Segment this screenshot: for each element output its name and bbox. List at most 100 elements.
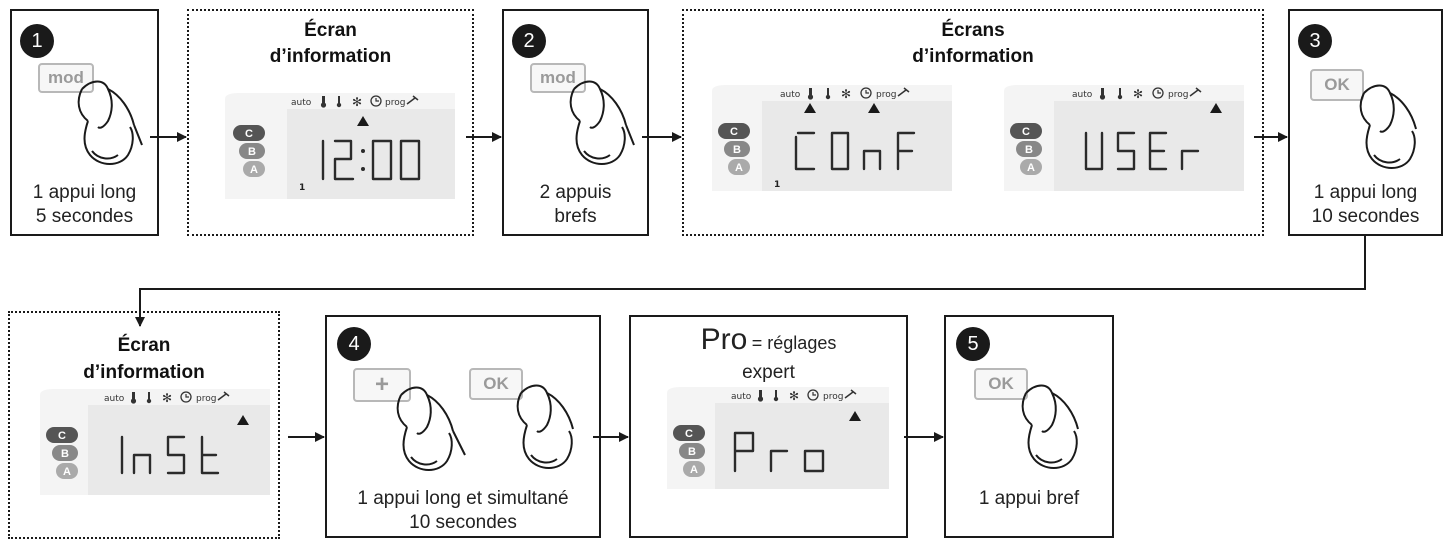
step-caption-line1: 2 appuis [539, 182, 612, 203]
step-caption-line1: 1 appui long et simultané [357, 488, 569, 509]
mode-a-label: A [1027, 162, 1035, 174]
mode-c-label: C [685, 428, 693, 440]
step-badge: 4 [337, 327, 371, 361]
step-caption-line2: 10 secondes [409, 512, 517, 533]
lcd-display-user: C B A auto ✻ prog [1004, 85, 1244, 191]
mode-b-label: B [1025, 144, 1033, 156]
thermometer-icon [825, 88, 831, 100]
thermometer-icon [1099, 88, 1106, 100]
prog-label: prog [1168, 90, 1188, 100]
lcd-segments-12-00 [321, 139, 421, 181]
mode-b-label: B [733, 144, 741, 156]
wrench-icon [217, 391, 230, 401]
clock-icon [180, 391, 192, 403]
mode-c-label: C [58, 430, 66, 442]
mode-a-label: A [250, 164, 258, 176]
snowflake-icon: ✻ [352, 95, 362, 109]
prog-label: prog [823, 392, 843, 402]
lcd-sub-digit: 1 [774, 180, 780, 190]
pro-line2: expert [742, 362, 795, 383]
hand-press-icon [1021, 384, 1079, 469]
wrench-icon [897, 87, 910, 97]
step-badge: 1 [20, 24, 54, 58]
thermometer-icon [1117, 88, 1123, 100]
thermometer-icon [773, 390, 779, 402]
ok-key-button[interactable]: OK [469, 368, 523, 400]
triangle-indicator-icon [868, 103, 880, 113]
mod-key-button[interactable]: mod [38, 63, 94, 93]
step-badge: 2 [512, 24, 546, 58]
step-badge: 5 [956, 327, 990, 361]
thermometer-icon [807, 88, 814, 100]
auto-label: auto [731, 392, 752, 402]
mode-c-label: C [245, 128, 253, 140]
pro-panel: Pro = réglages expert C B A auto ✻ prog [629, 315, 908, 538]
info-title-line1: Écran [304, 20, 357, 41]
step-caption-line1: 1 appui long [1313, 182, 1418, 203]
step-3-panel: 3 OK 1 appui long 10 secondes [1288, 9, 1443, 236]
mod-key-button[interactable]: mod [530, 63, 586, 93]
hand-press-icon [396, 386, 466, 471]
step-4-panel: 4 + OK 1 appui long et simultané 10 seco… [325, 315, 601, 538]
info-title-line2: d’information [269, 46, 392, 67]
auto-label: auto [1072, 90, 1093, 100]
triangle-indicator-icon [357, 116, 369, 126]
clock-icon [370, 95, 382, 107]
lcd-display-conf: C B A auto ✻ prog 1 [712, 85, 952, 191]
mode-a-label: A [63, 466, 71, 478]
snowflake-icon: ✻ [1133, 87, 1143, 101]
lcd-segments-user [1084, 131, 1200, 171]
clock-icon [860, 87, 872, 99]
step-5-panel: 5 OK 1 appui bref [944, 315, 1114, 538]
prog-label: prog [385, 98, 405, 108]
step-badge: 3 [1298, 24, 1332, 58]
clock-icon [1152, 87, 1164, 99]
hand-press-icon [569, 80, 635, 165]
auto-label: auto [291, 98, 312, 108]
triangle-indicator-icon [804, 103, 816, 113]
step-2-panel: 2 mod 2 appuis brefs [502, 9, 649, 236]
ok-key-button[interactable]: OK [974, 368, 1028, 400]
auto-label: auto [780, 90, 801, 100]
info-screen-1-panel: Écran d’information C B A auto ✻ prog 1 [187, 9, 474, 236]
info-title-line1: Écrans [941, 20, 1005, 41]
wrench-icon [406, 95, 419, 105]
info-title-line2: d’information [83, 362, 205, 383]
mode-a-label: A [690, 464, 698, 476]
prog-label: prog [876, 90, 896, 100]
info-screens-2-panel: Écrans d’information C B A auto ✻ prog 1… [682, 9, 1264, 236]
ok-key-button[interactable]: OK [1310, 69, 1364, 101]
mode-c-label: C [1022, 126, 1030, 138]
step-caption-line1: 1 appui long [32, 182, 137, 203]
lcd-display-inst: C B A auto ✻ prog [40, 389, 270, 495]
pro-heading: Pro = réglages [631, 323, 906, 357]
thermometer-icon [320, 96, 327, 108]
mode-b-label: B [248, 146, 256, 158]
clock-icon [807, 389, 819, 401]
info-title-line2: d’information [912, 46, 1034, 67]
prog-label: prog [196, 394, 216, 404]
lcd-segments-inst [120, 435, 220, 475]
step-caption-line2: 10 secondes [1311, 206, 1420, 227]
hand-press-icon [516, 384, 574, 469]
step-caption-line2: brefs [554, 206, 597, 227]
snowflake-icon: ✻ [162, 391, 172, 405]
pro-eq-label: = réglages [751, 333, 837, 353]
wrench-icon [844, 389, 857, 399]
step-1-panel: 1 mod 1 appui long 5 secondes [10, 9, 159, 236]
lcd-segments-pro [733, 431, 825, 473]
triangle-indicator-icon [237, 415, 249, 425]
wrench-icon [1189, 87, 1202, 97]
hand-press-icon [1359, 84, 1417, 169]
step-caption-line2: 5 secondes [35, 206, 134, 227]
mode-c-label: C [730, 126, 738, 138]
thermometer-icon [757, 390, 764, 402]
mode-b-label: B [688, 446, 696, 458]
step-caption: 1 appui bref [978, 488, 1080, 509]
hand-press-icon [77, 80, 143, 165]
snowflake-icon: ✻ [789, 389, 799, 403]
auto-label: auto [104, 394, 125, 404]
lcd-sub-digit: 1 [299, 183, 305, 193]
mode-a-label: A [735, 162, 743, 174]
